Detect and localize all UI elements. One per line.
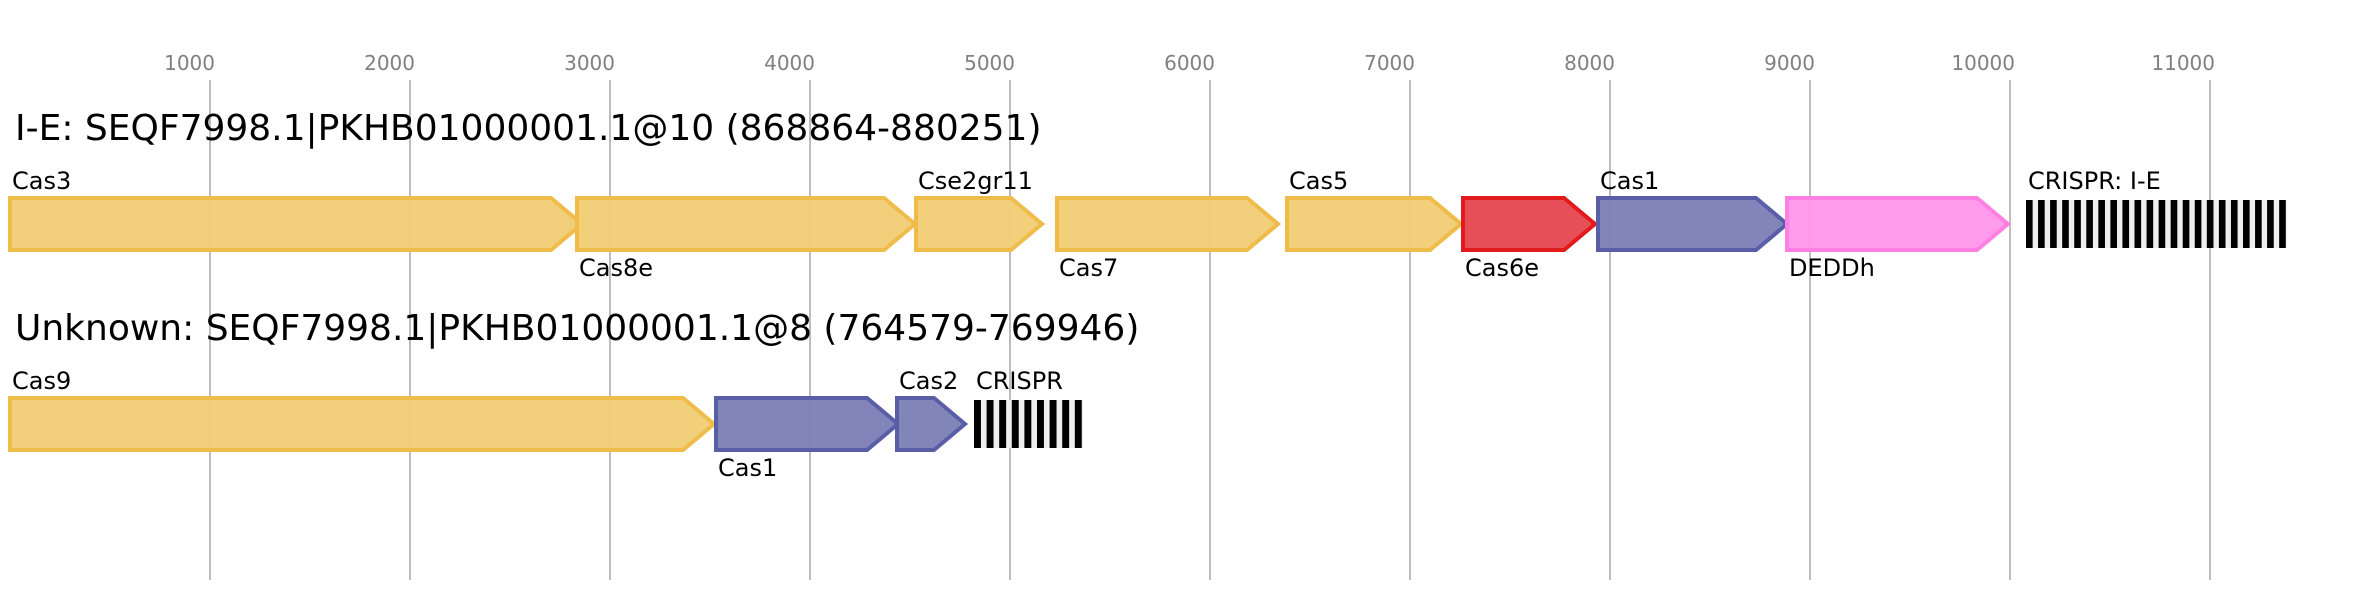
gene-shape <box>1285 196 1465 252</box>
feature-label: Cas6e <box>1465 254 1539 282</box>
crispr-repeat <box>2218 200 2226 248</box>
feature-label: Cas9 <box>12 367 71 395</box>
crispr-repeat <box>2206 200 2214 248</box>
feature-label: CRISPR <box>976 367 1063 395</box>
gene-arrow-deddh: DEDDh <box>1785 196 2012 282</box>
tick-label: 7000 <box>1364 51 1415 75</box>
gene-arrow-cas3: Cas3 <box>8 167 586 252</box>
feature-label: Cas7 <box>1059 254 1118 282</box>
crispr-repeat <box>2242 200 2250 248</box>
crispr-repeat <box>1011 400 1019 448</box>
crispr-repeat <box>1037 400 1044 448</box>
feature-label: Cas2 <box>899 367 958 395</box>
gene-arrow-cas1: Cas1 <box>1596 167 1791 252</box>
tick-label: 8000 <box>1564 51 1615 75</box>
gene-shape <box>1461 196 1599 252</box>
crispr-repeat <box>2182 200 2190 248</box>
crispr-repeat <box>2194 200 2202 248</box>
crispr-repeat <box>2122 200 2130 248</box>
crispr-repeat <box>2062 200 2069 248</box>
crispr-repeat <box>2267 200 2274 248</box>
crispr-repeat <box>974 400 981 448</box>
crispr-repeat <box>2170 200 2178 248</box>
feature-label: Cas8e <box>579 254 653 282</box>
tracks: I-E: SEQF7998.1|PKHB01000001.1@10 (86886… <box>8 108 2287 482</box>
track-title: I-E: SEQF7998.1|PKHB01000001.1@10 (86886… <box>15 108 1042 149</box>
feature-label: Cas5 <box>1289 167 1348 195</box>
crispr-repeat <box>999 400 1007 448</box>
tick-label: 6000 <box>1164 51 1215 75</box>
crispr-array: CRISPR <box>974 367 1083 448</box>
crispr-repeat <box>1074 400 1082 448</box>
crispr-repeat <box>2026 200 2033 248</box>
tick-label: 3000 <box>564 51 615 75</box>
feature-label: Cas1 <box>1600 167 1659 195</box>
gene-shape <box>714 396 902 452</box>
gene-arrow-cas5: Cas5 <box>1285 167 1465 252</box>
crispr-repeat <box>1049 400 1057 448</box>
gene-arrow-cse2gr11: Cse2gr11 <box>914 167 1046 252</box>
axis-tick-labels: 1000 2000 3000 4000 5000 6000 7000 8000 9000 1000… <box>164 51 2215 75</box>
crispr-repeat <box>2086 200 2093 248</box>
gene-arrow-cas7: Cas7 <box>1055 196 1282 282</box>
track-title: Unknown: SEQF7998.1|PKHB01000001.1@8 (76… <box>15 308 1139 349</box>
gridlines <box>209 80 2211 580</box>
feature-label: CRISPR: I-E <box>2028 167 2161 195</box>
feature-label: Cas3 <box>12 167 71 195</box>
crispr-repeat <box>2255 200 2262 248</box>
crispr-repeat <box>2110 200 2118 248</box>
feature-label: DEDDh <box>1789 254 1875 282</box>
crispr-repeat <box>986 400 994 448</box>
feature-label: Cas1 <box>718 454 777 482</box>
gene-arrow-cas1: Cas1 <box>714 396 902 482</box>
crispr-repeat <box>2158 200 2166 248</box>
crispr-repeat <box>2050 200 2057 248</box>
gene-shape <box>1596 196 1791 252</box>
tick-label: 5000 <box>964 51 1015 75</box>
gene-arrow-cas6e: Cas6e <box>1461 196 1599 282</box>
crispr-repeat <box>2146 200 2154 248</box>
crispr-repeat <box>2098 200 2105 248</box>
tick-label: 1000 <box>164 51 215 75</box>
gene-arrow-cas2: Cas2 <box>895 367 969 452</box>
track: Unknown: SEQF7998.1|PKHB01000001.1@8 (76… <box>8 308 1139 482</box>
crispr-repeat <box>2279 200 2286 248</box>
gene-shape <box>8 196 586 252</box>
crispr-repeat <box>2230 200 2238 248</box>
gene-shape <box>895 396 969 452</box>
tick-label: 9000 <box>1764 51 1815 75</box>
crispr-repeat <box>2074 200 2081 248</box>
feature-label: Cse2gr11 <box>918 167 1033 195</box>
tick-label: 2000 <box>364 51 415 75</box>
gene-shape <box>575 196 919 252</box>
gene-arrow-cas9: Cas9 <box>8 367 718 452</box>
tick-label: 11000 <box>2151 51 2215 75</box>
gene-shape <box>8 396 718 452</box>
gene-shape <box>1785 196 2012 252</box>
crispr-repeat <box>1024 400 1032 448</box>
gene-shape <box>914 196 1046 252</box>
crispr-array: CRISPR: I-E <box>2026 167 2287 248</box>
tick-label: 10000 <box>1951 51 2015 75</box>
crispr-repeat <box>2134 200 2142 248</box>
track: I-E: SEQF7998.1|PKHB01000001.1@10 (86886… <box>8 108 2287 282</box>
crispr-repeat <box>2038 200 2045 248</box>
gene-arrow-cas8e: Cas8e <box>575 196 919 282</box>
tick-label: 4000 <box>764 51 815 75</box>
gene-shape <box>1055 196 1282 252</box>
crispr-repeat <box>1062 400 1070 448</box>
